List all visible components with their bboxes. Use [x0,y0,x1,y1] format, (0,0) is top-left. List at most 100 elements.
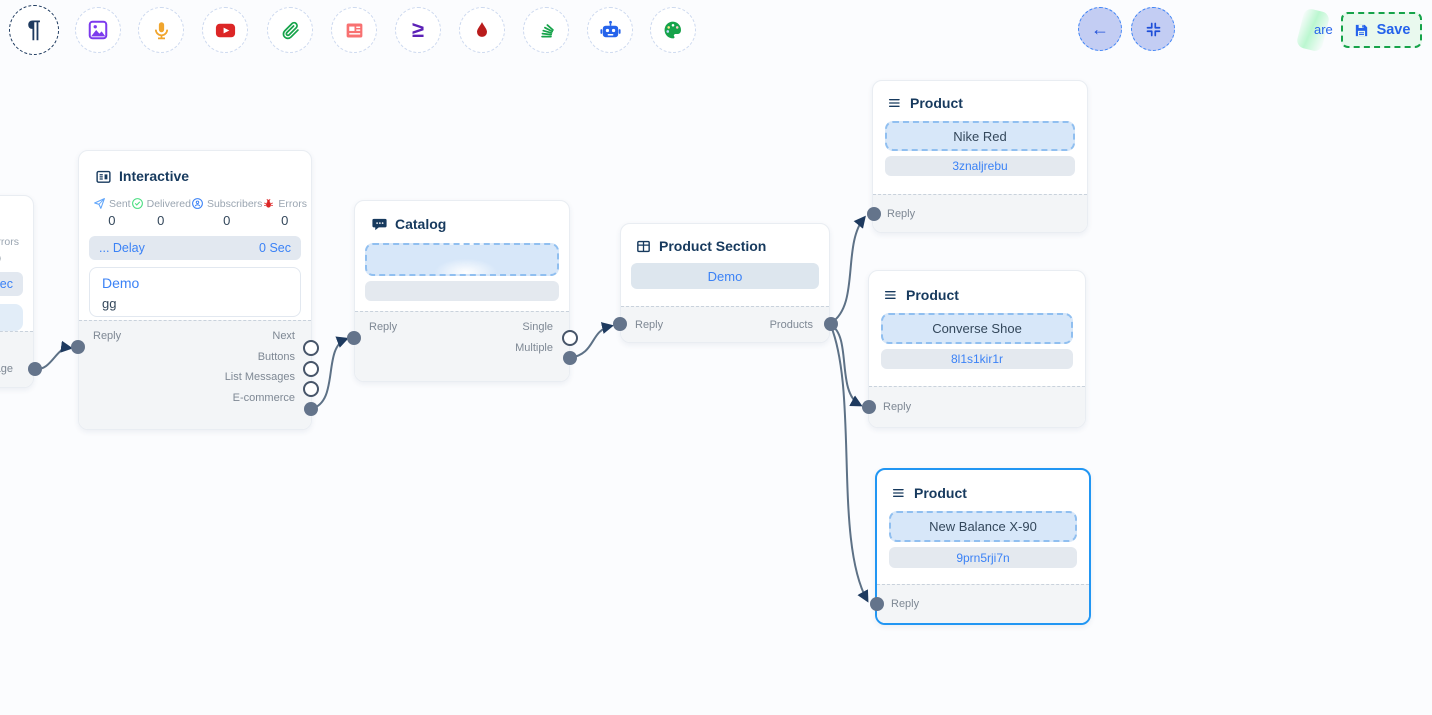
palette-icon[interactable] [650,7,696,53]
product-icon [893,489,904,497]
output-label-products: Products [769,318,813,331]
node-title: Product [906,287,959,303]
catalog-drop-area[interactable] [365,243,559,276]
palette-glyph [664,21,681,39]
video-icon[interactable] [202,7,248,53]
handle-product-2-reply[interactable] [862,400,876,414]
stack-glyph [540,23,554,37]
input-label-reply: Reply [93,330,122,342]
message-title: Demo [102,275,140,291]
message-body: gg [102,296,117,311]
node-product-3[interactable]: Product New Balance X-90 9prn5rji7n Repl… [875,468,1091,625]
handle-products-output[interactable] [824,317,838,331]
paperclip-glyph [282,21,299,39]
node-message-partial[interactable]: Errors 0 0 Sec Message [0,195,34,388]
stat-label: Delivered [146,197,191,210]
handle-product-3-reply[interactable] [870,597,884,611]
image-glyph [88,20,108,40]
stat-label: Subscribers [206,197,263,210]
stat-value: 0 [223,213,231,228]
microphone-glyph [154,21,168,39]
product-icon [889,99,900,107]
greater-equal-glyph: ≥ [411,17,425,42]
stat-label: Errors [0,236,19,248]
stat-label: Sent [109,197,131,210]
node-product-1[interactable]: Product Nike Red 3znaljrebu Reply [872,80,1088,233]
retailer-id: 9prn5rji7n [956,550,1010,565]
output-label-buttons: Buttons [257,350,295,363]
fit-view-button[interactable] [1131,7,1175,51]
node-product-section[interactable]: Product Section Demo Reply Products [620,223,830,343]
save-button[interactable]: Save [1341,12,1422,48]
greater-equal-icon[interactable]: ≥ [395,7,441,53]
handle-list-messages-output[interactable] [303,381,319,397]
product-name-box[interactable]: New Balance X-90 [889,511,1077,542]
bug-icon [264,198,274,208]
catalog-icon [372,218,387,230]
stat-value: 0 [108,213,116,228]
product-name-box[interactable]: Nike Red [885,121,1075,151]
droplet-icon[interactable] [459,7,505,53]
back-button[interactable]: ← [1078,7,1122,51]
handle-ecommerce-output[interactable] [304,402,318,416]
retailer-id-box: 3znaljrebu [885,156,1075,176]
delay-row[interactable]: ... Delay 0 Sec [89,236,301,260]
handle-interactive-reply[interactable] [71,340,85,354]
interactive-icon [96,170,111,183]
arrow-left-icon: ← [1091,19,1109,39]
paperclip-icon[interactable] [267,7,313,53]
stat-value: 0 [281,213,289,228]
handle-product-section-reply[interactable] [613,317,627,331]
stat-errors: Errors 0 [0,236,19,266]
handle-next-output[interactable] [303,340,319,356]
node-interactive[interactable]: Interactive Sent 0 [78,150,312,430]
delay-value: 0 Sec [0,277,13,291]
stack-icon[interactable] [523,7,569,53]
output-label-list-messages: List Messages [224,371,295,383]
image-icon[interactable] [75,7,121,53]
handle-multiple-output[interactable] [563,351,577,365]
retailer-id: 8l1s1kir1r [950,352,1004,366]
handle-single-output[interactable] [562,330,578,346]
input-label-reply: Reply [887,207,916,220]
paper-plane-icon [94,198,105,209]
output-label-ecommerce: E-commerce [232,391,295,404]
handle-product-1-reply[interactable] [867,207,881,221]
output-label-single: Single [522,321,553,333]
section-chip[interactable]: Demo [631,263,819,289]
newspaper-glyph [346,23,362,37]
product-icon [885,291,896,299]
input-label-reply: Reply [635,318,664,331]
stat-delivered: Delivered 0 [131,197,191,228]
microphone-icon[interactable] [138,7,184,53]
stat-sent: Sent 0 [93,197,131,228]
robot-icon[interactable] [587,7,633,53]
catalog-placeholder [365,281,559,301]
delay-value: 0 Sec [259,241,291,255]
retailer-id: 3znaljrebu [952,159,1008,173]
handle-message-output[interactable] [28,362,42,376]
node-catalog[interactable]: Catalog Reply Single Multiple [354,200,570,382]
node-product-2[interactable]: Product Converse Shoe 8l1s1kir1r Reply [868,270,1086,428]
edge-products-to-product-1 [830,215,866,324]
product-name-box[interactable]: Converse Shoe [881,313,1073,344]
handle-catalog-reply[interactable] [347,331,361,345]
output-label-next: Next [272,330,295,342]
pilcrow-icon[interactable]: ¶ [9,5,59,55]
newspaper-icon[interactable] [331,7,377,53]
node-title: Product [914,485,967,501]
video-glyph [215,23,235,37]
node-title: Product Section [659,238,767,254]
node-title: Product [910,95,963,111]
stat-label: Errors [278,197,308,210]
retailer-id-box: 8l1s1kir1r [881,349,1073,369]
interactive-message-box[interactable]: Demo gg [89,267,301,317]
output-label-multiple: Multiple [515,341,553,354]
droplet-glyph [477,22,487,37]
handle-buttons-output[interactable] [303,361,319,377]
edge-products-to-product-3 [830,325,869,603]
retailer-id-box: 9prn5rji7n [889,547,1077,568]
input-label-reply: Reply [369,321,398,333]
node-title: Catalog [395,216,447,232]
